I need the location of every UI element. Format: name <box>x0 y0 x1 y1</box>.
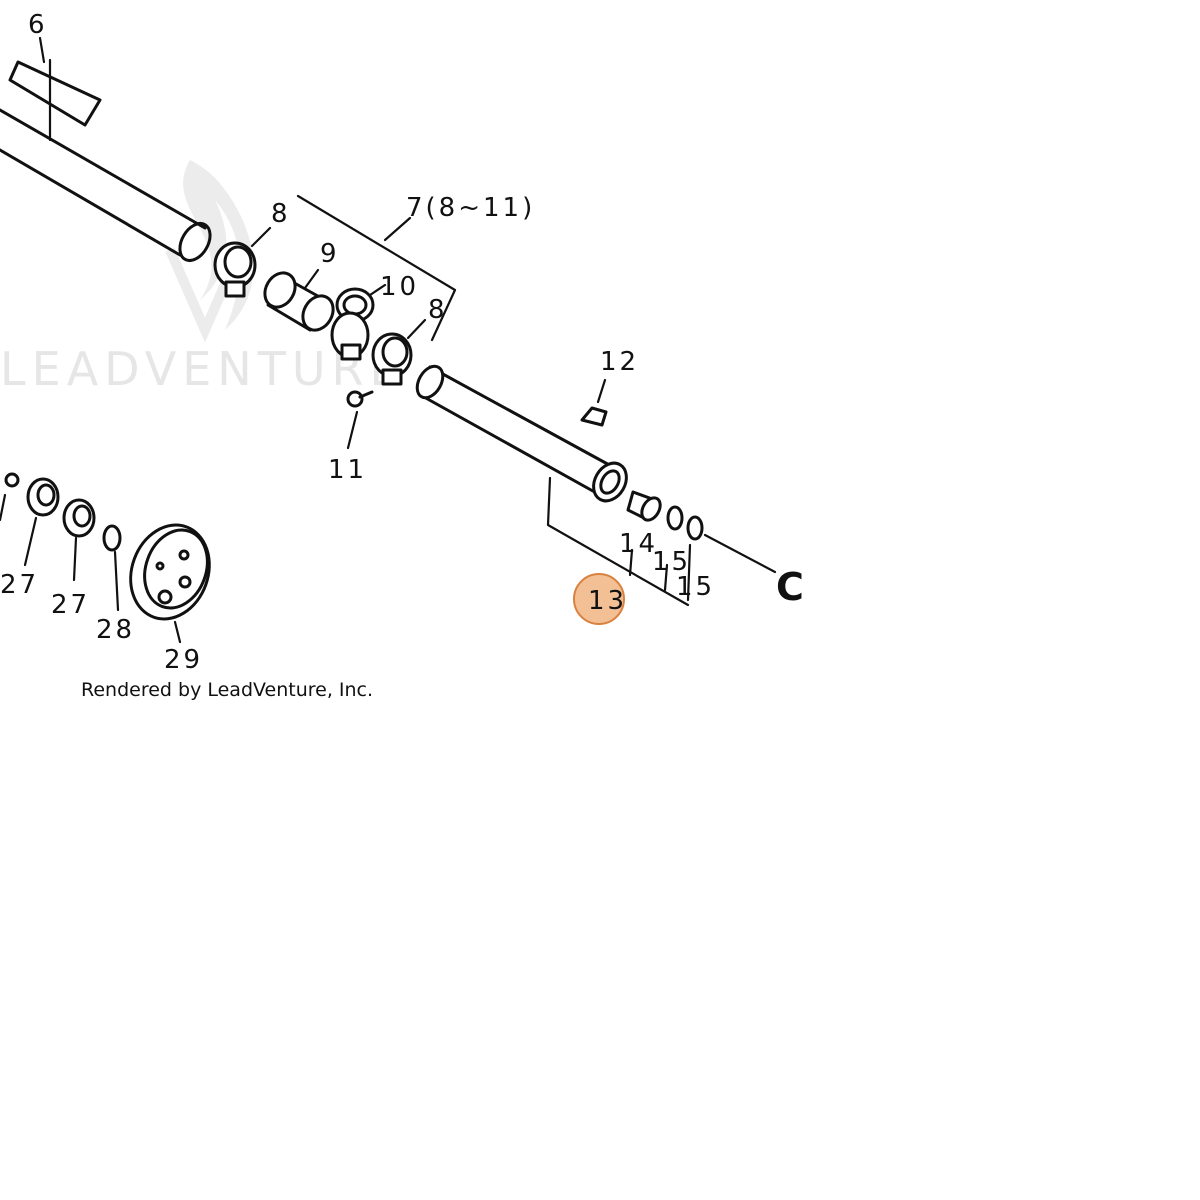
part-8-clamp-right[interactable] <box>371 318 427 386</box>
callout-14[interactable]: 14 <box>619 529 658 559</box>
callout-c[interactable]: C <box>776 565 804 609</box>
part-13-hotspot[interactable] <box>573 573 625 625</box>
part-15-ring-a[interactable] <box>666 505 684 531</box>
part-13-bracket <box>546 476 692 607</box>
callout-27-b[interactable]: 27 <box>51 590 90 620</box>
part-27-gear-b[interactable] <box>62 498 96 538</box>
part-15-ring-b[interactable] <box>686 515 704 541</box>
callout-11[interactable]: 11 <box>328 455 367 485</box>
callout-29[interactable]: 29 <box>164 645 203 675</box>
callout-8-left[interactable]: 8 <box>271 199 291 229</box>
render-credit: Rendered by LeadVenture, Inc. <box>81 679 373 701</box>
callout-9[interactable]: 9 <box>320 239 340 269</box>
callout-12[interactable]: 12 <box>600 347 639 377</box>
part-9-sleeve[interactable] <box>259 267 339 335</box>
part-7-bracket <box>296 194 457 342</box>
callout-10[interactable]: 10 <box>380 272 419 302</box>
part-14-bushing[interactable] <box>626 490 664 523</box>
leader-to-c <box>703 533 777 574</box>
callout-15-a[interactable]: 15 <box>652 547 691 577</box>
part-27-28-29-group <box>0 472 222 644</box>
part-13-lower-shaft[interactable] <box>412 362 633 507</box>
part-8-clamp-left[interactable] <box>213 226 272 298</box>
watermark-text: LEADVENTURE <box>0 342 405 396</box>
part-12-key[interactable] <box>580 378 608 427</box>
callout-15-b[interactable]: 15 <box>676 572 715 602</box>
callout-28[interactable]: 28 <box>96 615 135 645</box>
flame-logo-icon <box>183 160 254 330</box>
callout-6[interactable]: 6 <box>28 10 48 40</box>
part-11-screw[interactable] <box>346 390 374 450</box>
part-27-gear-a[interactable] <box>26 477 60 517</box>
callout-27-a[interactable]: 27 <box>0 570 39 600</box>
part-10-holder[interactable] <box>330 283 387 361</box>
part-28-clip[interactable] <box>102 524 122 552</box>
callout-8-right[interactable]: 8 <box>428 295 448 325</box>
part-29-housing[interactable] <box>118 514 222 630</box>
callout-7[interactable]: 7(8~11) <box>406 193 535 223</box>
part-6-shaft[interactable] <box>0 36 216 266</box>
leadventure-watermark: LEADVENTURE <box>0 160 405 396</box>
callout-13[interactable]: 13 <box>588 586 627 616</box>
